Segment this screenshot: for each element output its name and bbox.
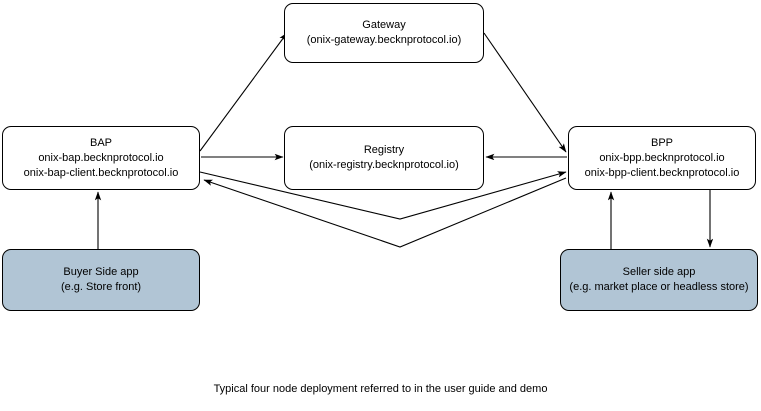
node-bap-host-2: onix-bap-client.becknprotocol.io xyxy=(23,166,179,179)
node-registry[interactable]: Registry (onix-registry.becknprotocol.io… xyxy=(284,126,484,190)
node-bpp-host-2: onix-bpp-client.becknprotocol.io xyxy=(584,166,740,179)
node-registry-title: Registry xyxy=(363,144,405,156)
node-gateway[interactable]: Gateway (onix-gateway.becknprotocol.io) xyxy=(284,3,484,63)
node-bpp-title: BPP xyxy=(650,136,673,149)
node-buyer-side-app-title: Buyer Side app xyxy=(63,266,139,278)
diagram-caption: Typical four node deployment referred to… xyxy=(213,383,548,395)
node-gateway-host: (onix-gateway.becknprotocol.io) xyxy=(306,34,462,46)
node-buyer-side-app-subtitle: (e.g. Store front) xyxy=(60,281,142,293)
edge-bap-to-gateway xyxy=(199,32,288,152)
node-bap[interactable]: BAP onix-bap.becknprotocol.io onix-bap-c… xyxy=(2,126,200,190)
node-bpp[interactable]: BPP onix-bpp.becknprotocol.io onix-bpp-c… xyxy=(568,126,756,190)
node-bpp-host-1: onix-bpp.becknprotocol.io xyxy=(599,151,725,164)
node-seller-side-app[interactable]: Seller side app (e.g. market place or he… xyxy=(560,249,758,311)
edge-gateway-to-bpp xyxy=(483,32,567,153)
node-seller-side-app-subtitle: (e.g. market place or headless store) xyxy=(569,281,749,293)
node-gateway-title: Gateway xyxy=(362,19,406,31)
node-seller-side-app-title: Seller side app xyxy=(622,266,696,278)
node-buyer-side-app[interactable]: Buyer Side app (e.g. Store front) xyxy=(2,249,200,311)
node-registry-host: (onix-registry.becknprotocol.io) xyxy=(309,159,459,171)
node-bap-host-1: onix-bap.becknprotocol.io xyxy=(38,151,164,164)
node-bap-title: BAP xyxy=(89,136,112,149)
